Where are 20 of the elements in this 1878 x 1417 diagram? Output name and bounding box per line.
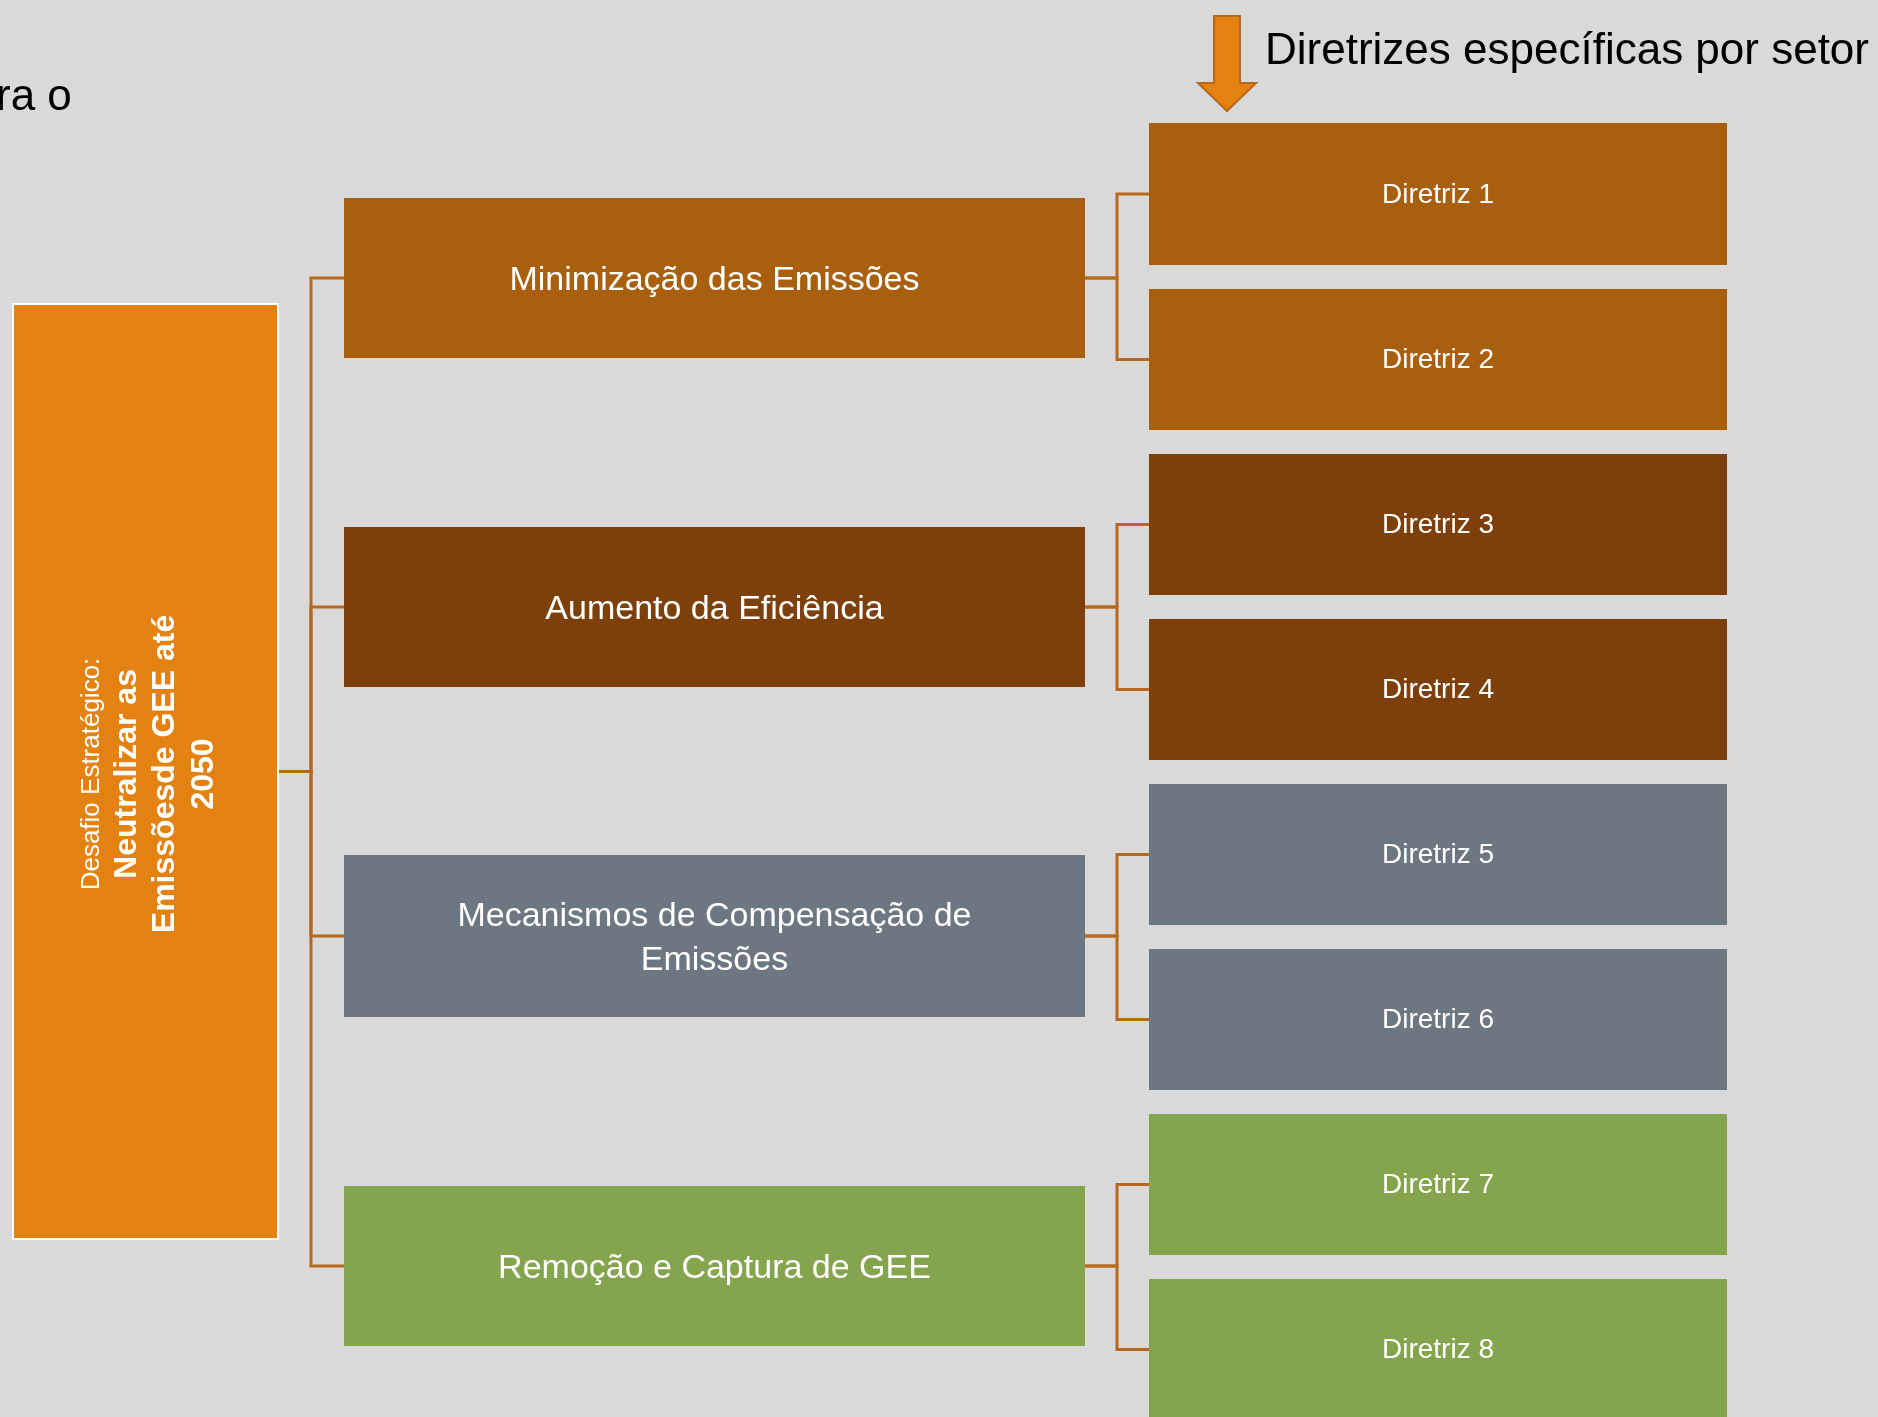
category-box: Minimização das Emissões bbox=[344, 198, 1085, 358]
guideline-box: Diretriz 5 bbox=[1149, 784, 1727, 925]
guideline-box: Diretriz 8 bbox=[1149, 1279, 1727, 1417]
connector-line bbox=[1085, 1264, 1149, 1351]
guideline-box: Diretriz 7 bbox=[1149, 1114, 1727, 1255]
category-box: Aumento da Eficiência bbox=[344, 527, 1085, 687]
goal-heading: Desafio Estratégico: bbox=[74, 657, 106, 890]
guideline-box: Diretriz 4 bbox=[1149, 619, 1727, 760]
category-box: Remoção e Captura de GEE bbox=[344, 1186, 1085, 1346]
goal-box bbox=[12, 303, 279, 1240]
column-heading: Diretrizes específicas por setor bbox=[1265, 24, 1869, 74]
connector-line bbox=[1085, 605, 1149, 691]
goal-text: Neutralizar as Emissõesde GEE até 2050 bbox=[105, 613, 221, 935]
connector-line bbox=[1085, 934, 1149, 1021]
guideline-box: Diretriz 6 bbox=[1149, 949, 1727, 1090]
guideline-box: Diretriz 2 bbox=[1149, 289, 1727, 430]
guideline-box: Diretriz 3 bbox=[1149, 454, 1727, 595]
connector-line bbox=[1085, 276, 1149, 361]
guideline-box: Diretriz 1 bbox=[1149, 123, 1727, 265]
category-box: Mecanismos de Compensação de Emissões bbox=[344, 855, 1085, 1017]
